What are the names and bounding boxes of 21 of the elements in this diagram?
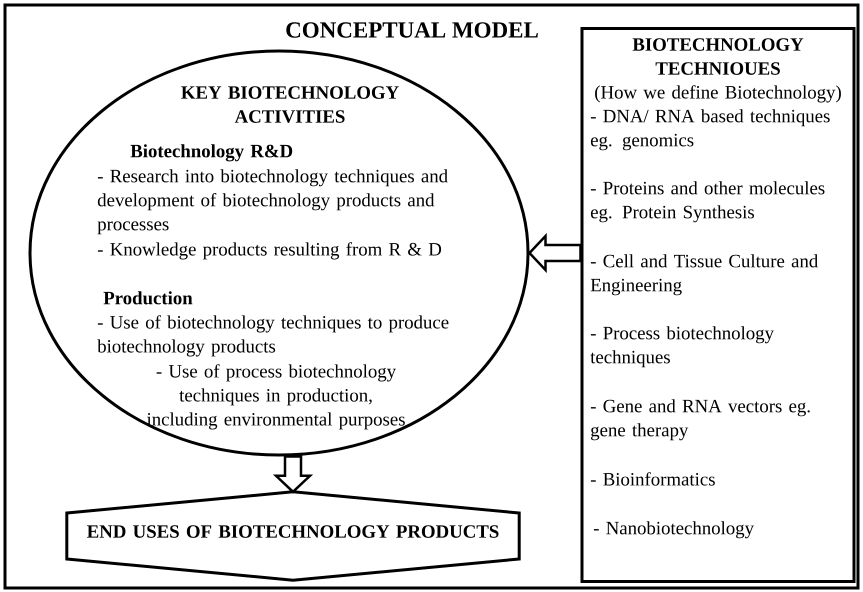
- title: CONCEPTUAL MODEL: [286, 22, 538, 38]
- subheading: (How we define Biotechnology): [595, 85, 841, 102]
- subheading: Biotechnology R&D: [130, 144, 292, 162]
- bullet-text: - Nanobiotechnology: [594, 521, 754, 538]
- activities-ellipse: [28, 50, 530, 456]
- heading: BIOTECHNOLOGY TECHNIOUES: [632, 38, 804, 75]
- bullet-text: - DNA/ RNA based techniques eg. genomics: [590, 109, 830, 150]
- bullet-text: - Use of process biotechnology techniques in production, including environmental purposes: [146, 364, 405, 430]
- bullet-text: - Use of biotechnology techniques to produce biotechnology products: [97, 315, 448, 356]
- bullet-text: - Research into biotechnology techniques and development of biotechnology products and processes: [98, 169, 448, 234]
- techniques-box: [580, 27, 856, 583]
- bullet-text: - Proteins and other molecules eg. Protein Synthesis: [590, 181, 824, 222]
- box-label: END USES OF BIOTECHNOLOGY PRODUCTS: [87, 525, 498, 538]
- bullet-text: - Gene and RNA vectors eg. gene therapy: [590, 399, 810, 440]
- end-uses-hexagon: [65, 490, 521, 582]
- bullet-text: - Bioinformatics: [590, 472, 715, 486]
- heading: KEY BIOTECHNOLOGY ACTIVITIES: [181, 86, 399, 123]
- bullet-text: - Process biotechnology techniques: [590, 326, 774, 368]
- bullet-text: - Cell and Tissue Culture and Engineering: [590, 254, 818, 296]
- bullet-text: - Knowledge products resulting from R & D: [98, 242, 442, 260]
- subheading: Production: [104, 291, 192, 304]
